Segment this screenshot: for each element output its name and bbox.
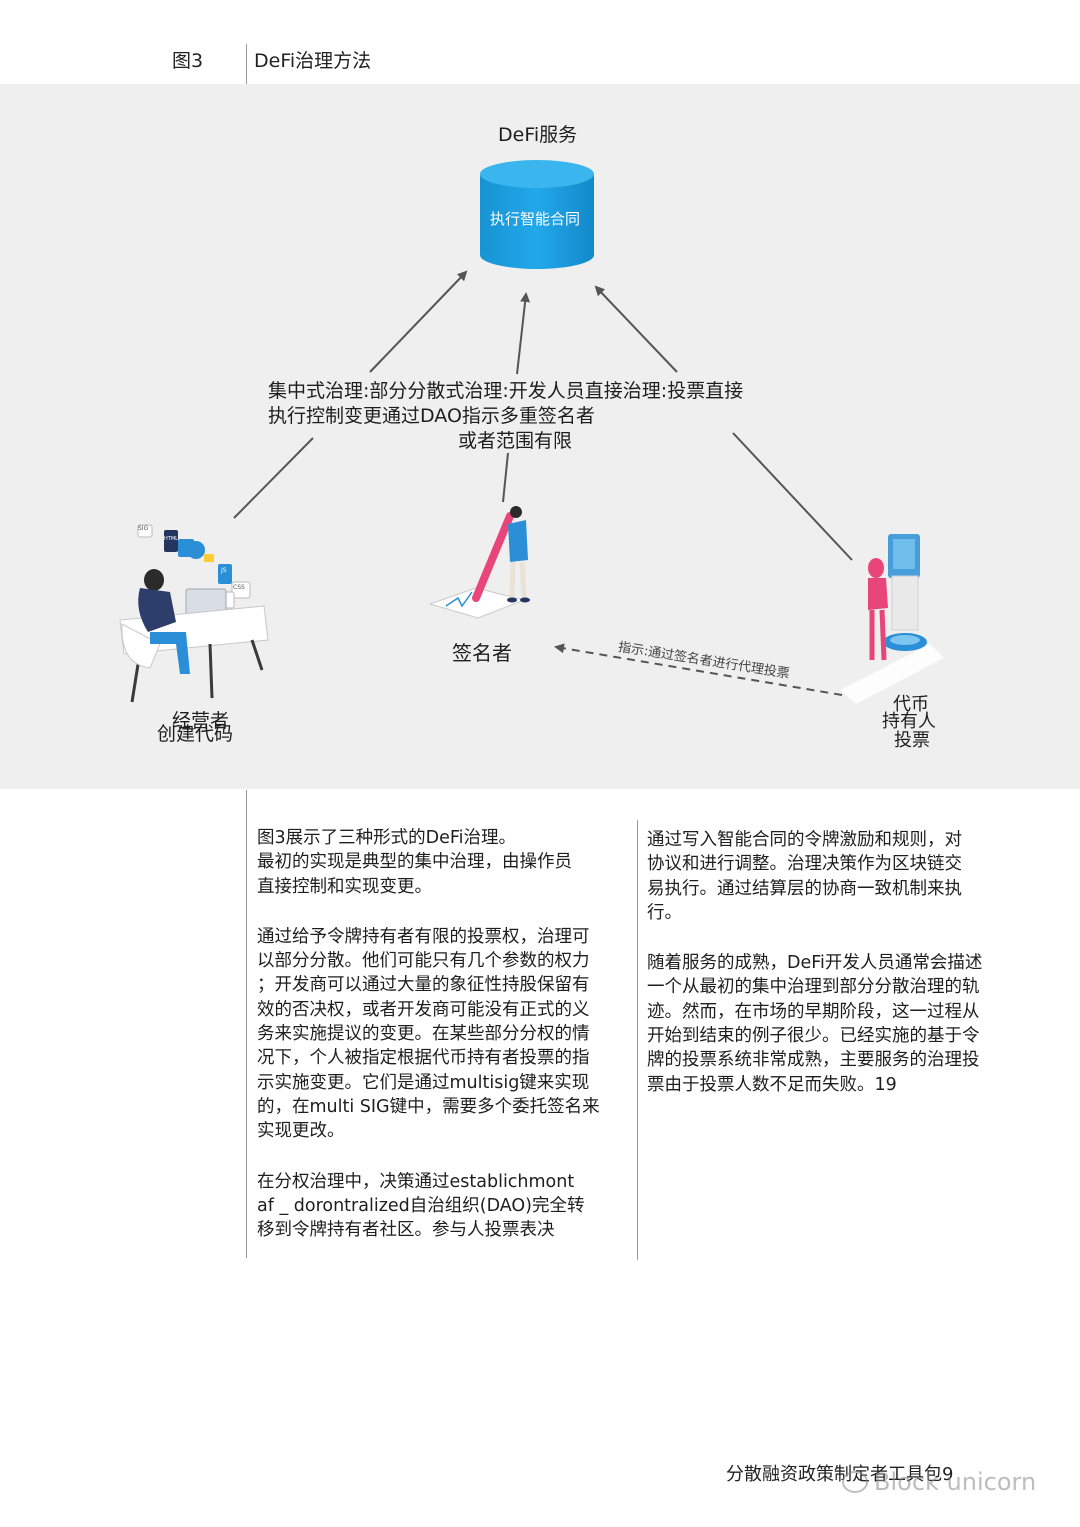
right-p2-l3: 迹。然而，在市场的早期阶段，这一过程从 <box>647 1001 980 1022</box>
middle-column-divider <box>637 820 638 1260</box>
right-p2-l4: 开始到结束的例子很少。已经实施的基于令 <box>647 1026 980 1047</box>
governance-line-2: 执行控制变更通过DAO指示多重签名者 <box>268 405 595 427</box>
left-p2-l3: ；开发商可以通过大量的象征性持股保留有 <box>257 975 590 996</box>
operator-label-1: 经营者 <box>172 710 230 732</box>
holder-label-2: 持有人 <box>882 711 936 732</box>
watermark-text: Block unicorn <box>874 1468 1037 1496</box>
right-p2-l6: 票由于投票人数不足而失败。19 <box>647 1074 897 1095</box>
badge-js: JS <box>221 567 227 574</box>
right-p1-l3: 易执行。通过结算层的协商一致机制来执 <box>647 878 962 899</box>
governance-line-3: 或者范围有限 <box>458 430 573 452</box>
signer-illustration <box>428 506 530 619</box>
operator-label-2: 创建代码 <box>157 723 234 745</box>
right-column: 通过写入智能合同的令牌激励和规则，对 协议和进行调整。治理决策作为区块链交 易执… <box>647 828 982 1097</box>
left-p2-l8: 的，在multi SIG键中，需要多个委托签名来 <box>257 1096 600 1117</box>
right-p1-l2: 协议和进行调整。治理决策作为区块链交 <box>647 854 962 875</box>
arrow-left <box>233 270 468 519</box>
signer-label: 签名者 <box>452 641 512 665</box>
diagram-panel: SIG HTML CSS JS DeFi服务 执行智能合同 集中式治理:部分分散… <box>0 84 1080 789</box>
left-p3-l2: af _ dorontralized自治组织(DAO)完全转 <box>257 1195 585 1216</box>
badge-html: HTML <box>164 536 178 542</box>
left-p2-l7: 示实施变更。它们是通过multisig键来实现 <box>257 1072 590 1093</box>
left-p2-l2: 以部分分散。他们可能只有几个参数的权力 <box>257 951 590 972</box>
badge-css: CSS <box>233 584 245 591</box>
token-holder-illustration <box>840 534 944 704</box>
instruction-arrow <box>554 643 843 696</box>
database-cylinder-icon <box>480 160 594 269</box>
left-p3-l3: 移到令牌持有者社区。参与人投票表决 <box>257 1220 555 1241</box>
left-p1-l1: 图3展示了三种形式的DeFi治理。 <box>257 828 517 848</box>
service-title: DeFi服务 <box>498 124 578 146</box>
left-p2-l6: 况下，个人被指定根据代币持有者投票的指 <box>257 1048 590 1069</box>
figure-title: DeFi治理方法 <box>254 50 372 72</box>
left-p1-l3: 直接控制和实现变更。 <box>257 876 432 897</box>
badge-sig: SIG <box>138 525 149 532</box>
header-divider <box>246 44 247 84</box>
left-p2-l1: 通过给予令牌持有者有限的投票权，治理可 <box>257 926 590 947</box>
left-column: 图3展示了三种形式的DeFi治理。 最初的实现是典型的集中治理，由操作员 直接控… <box>257 826 600 1242</box>
holder-label-3: 投票 <box>894 730 930 751</box>
right-p2-l1: 随着服务的成熟，DeFi开发人员通常会描述 <box>647 953 983 974</box>
left-p3-l1: 在分权治理中，决策通过establichmont <box>257 1171 575 1192</box>
right-p1-l4: 行。 <box>647 902 682 923</box>
figure-label: 图3 <box>172 50 204 72</box>
watermark: Block unicorn <box>842 1468 1036 1496</box>
left-column-divider <box>246 790 247 1258</box>
operator-illustration <box>119 524 269 703</box>
left-p1-l2: 最初的实现是典型的集中治理，由操作员 <box>257 852 572 873</box>
arrow-right <box>594 285 853 561</box>
left-p2-l9: 实现更改。 <box>257 1121 345 1142</box>
holder-label-1: 代币 <box>893 694 929 715</box>
left-p2-l4: 效的否决权，或者开发商可能没有正式的义 <box>257 999 590 1020</box>
arrow-center <box>502 292 531 503</box>
right-p1-l1: 通过写入智能合同的令牌激励和规则，对 <box>647 830 962 850</box>
governance-line-1: 集中式治理:部分分散式治理:开发人员直接治理:投票直接 <box>268 380 744 402</box>
footer-title: 分散融资政策制定者工具包9 <box>726 1464 954 1485</box>
right-p2-l5: 牌的投票系统非常成熟，主要服务的治理投 <box>647 1050 980 1071</box>
right-p2-l2: 一个从最初的集中治理到部分分散治理的轨 <box>647 977 980 998</box>
cylinder-label: 执行智能合同 <box>490 210 581 228</box>
diagram-svg <box>119 160 944 704</box>
wechat-icon <box>842 1471 868 1493</box>
left-p2-l5: 务来实施提议的变更。在某些部分分权的情 <box>257 1024 590 1045</box>
